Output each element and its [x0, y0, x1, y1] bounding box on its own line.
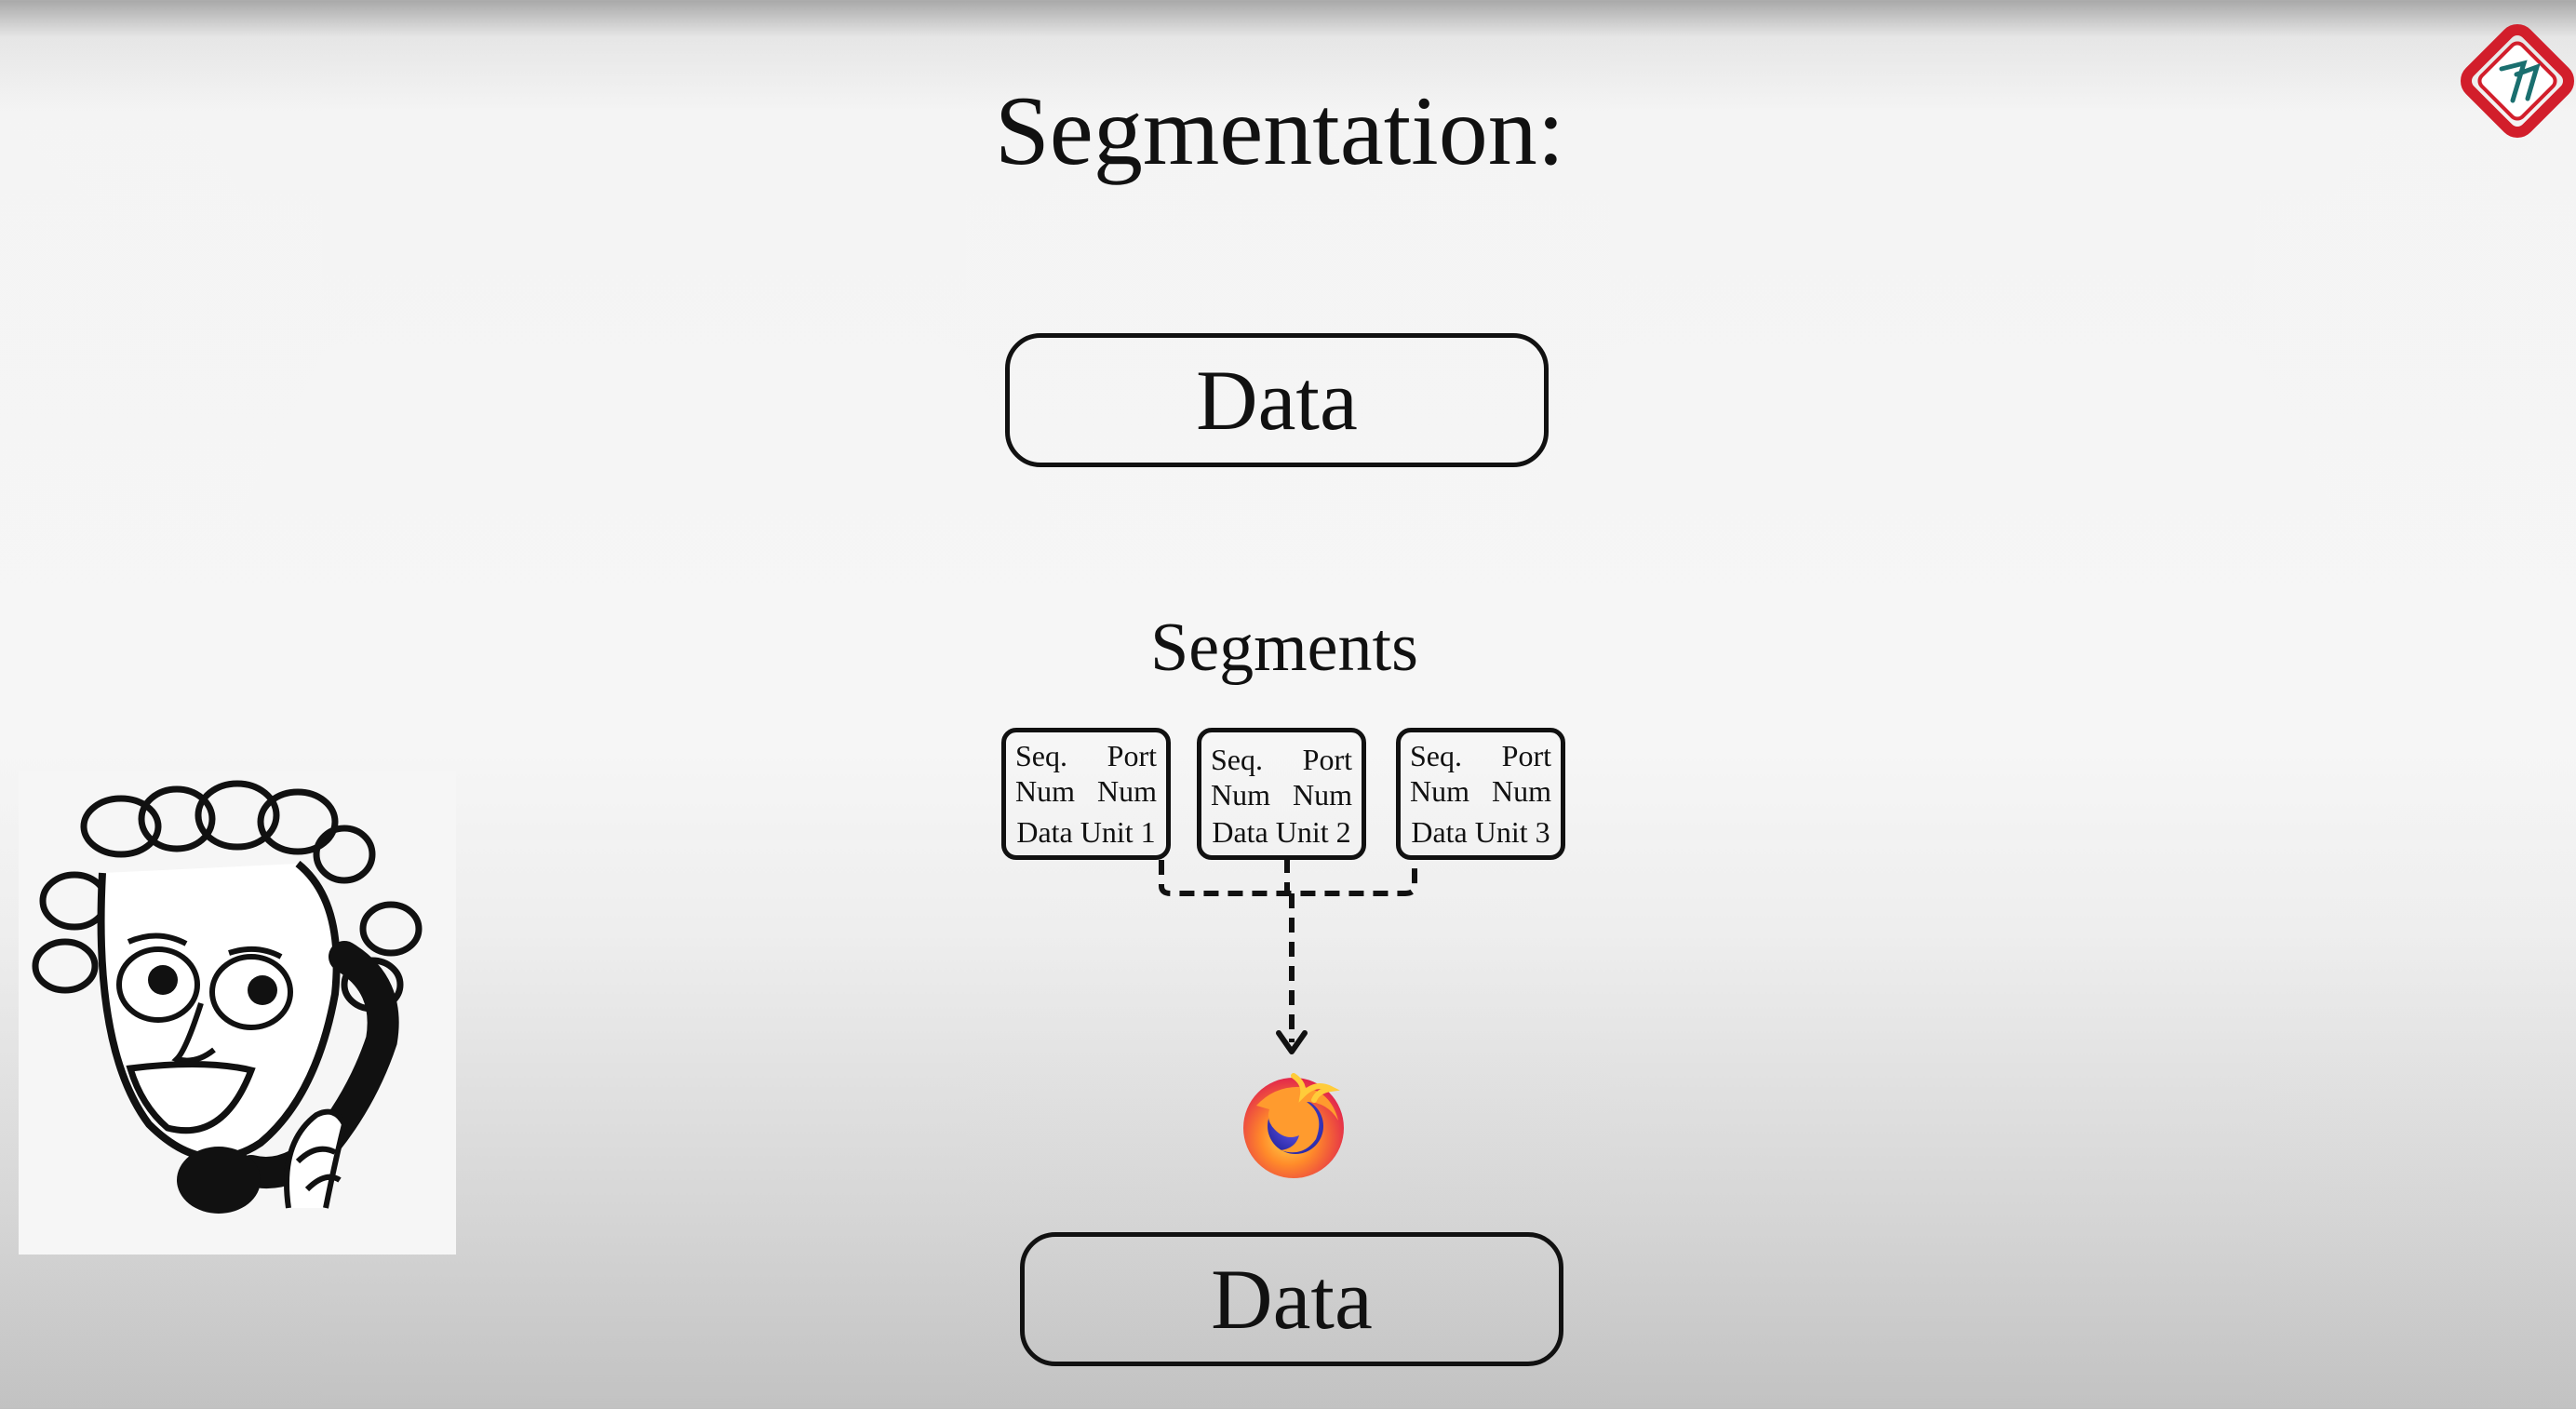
seq-label: Seq.: [1410, 739, 1462, 772]
page-title: Segmentation:: [994, 76, 1565, 185]
data-box-top: Data: [1005, 333, 1549, 467]
seq-label: Seq.: [1211, 743, 1263, 776]
port-label: Port: [1302, 743, 1352, 776]
segment-box-2: Seq. Port Num Num Data Unit 2: [1197, 728, 1366, 860]
seq-num-label: Num: [1410, 774, 1469, 808]
port-num-label: Num: [1097, 774, 1157, 808]
segment-box-1: Seq. Port Num Num Data Unit 1: [1001, 728, 1171, 860]
port-label: Port: [1501, 739, 1551, 772]
channel-logo-icon: [2460, 23, 2575, 139]
port-num-label: Num: [1492, 774, 1551, 808]
data-unit-label: Data Unit 3: [1411, 814, 1550, 849]
data-unit-label: Data Unit 2: [1212, 814, 1351, 849]
port-label: Port: [1107, 739, 1157, 772]
segments-label: Segments: [1150, 610, 1418, 686]
port-num-label: Num: [1293, 778, 1352, 812]
down-arrow-icon: [1276, 1030, 1308, 1054]
data-box-top-label: Data: [1196, 353, 1358, 448]
segment-box-3: Seq. Port Num Num Data Unit 3: [1396, 728, 1565, 860]
woman-on-phone-illustration: [19, 771, 456, 1255]
seq-num-label: Num: [1211, 778, 1270, 812]
data-unit-label: Data Unit 1: [1016, 814, 1156, 849]
firefox-icon: [1243, 1073, 1344, 1178]
data-box-bottom: Data: [1020, 1232, 1563, 1366]
data-box-bottom-label: Data: [1211, 1252, 1373, 1347]
seq-label: Seq.: [1015, 739, 1067, 772]
seq-num-label: Num: [1015, 774, 1075, 808]
